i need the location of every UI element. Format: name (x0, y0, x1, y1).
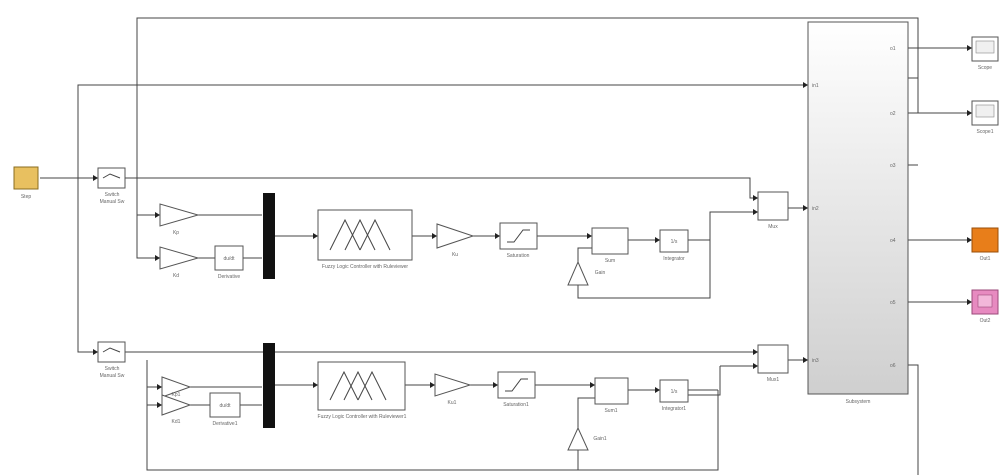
sum-1[interactable]: Sum (591, 227, 629, 264)
mux-1[interactable]: Mux (757, 191, 789, 230)
feedback-gain-1[interactable]: Gain (567, 260, 606, 286)
svg-text:Scope: Scope (978, 65, 992, 71)
svg-text:Saturation: Saturation (507, 253, 530, 259)
gain-ku1[interactable]: Ku (436, 223, 475, 258)
gain-kp1[interactable]: Kp (159, 203, 200, 236)
switch1-sublabel: Manual Sw (100, 199, 125, 205)
svg-text:Out1: Out1 (980, 256, 991, 262)
switch2-sublabel: Manual Sw (100, 373, 125, 379)
svg-text:Kp: Kp (173, 230, 179, 236)
arrowheads (93, 45, 972, 408)
fuzzy-controller-1[interactable]: Fuzzy Logic Controller with Ruleviewer (317, 209, 413, 270)
sum-2[interactable]: Sum1 (594, 377, 629, 414)
svg-text:o3: o3 (890, 163, 896, 169)
svg-text:Sum: Sum (605, 258, 615, 264)
svg-text:Kp1: Kp1 (172, 392, 181, 398)
svg-text:du/dt: du/dt (219, 403, 231, 409)
gain-kd2[interactable]: Kd1 (161, 394, 192, 425)
svg-text:du/dt: du/dt (223, 256, 235, 262)
svg-text:o2: o2 (890, 111, 896, 117)
signal-lines (40, 17, 972, 475)
output-pink[interactable]: Out2 (971, 289, 999, 324)
plant-subsystem[interactable]: Subsystem in1 in2 in3 o1 o2 o3 o4 o5 o6 (807, 21, 909, 405)
input-step-label: Step (21, 194, 32, 200)
manual-switch-2[interactable]: Switch Manual Sw (97, 341, 126, 379)
svg-text:Sum1: Sum1 (604, 408, 617, 414)
svg-text:o1: o1 (890, 46, 896, 52)
gain-ku2[interactable]: Ku1 (434, 373, 472, 406)
plant-label: Subsystem (846, 399, 871, 405)
svg-text:Derivative1: Derivative1 (212, 421, 237, 427)
gain-kd1[interactable]: Kd (159, 246, 200, 279)
svg-text:o5: o5 (890, 300, 896, 306)
svg-text:Gain1: Gain1 (593, 436, 607, 442)
svg-text:Ku1: Ku1 (448, 400, 457, 406)
svg-text:Integrator: Integrator (663, 256, 685, 262)
mux-bar-2[interactable] (263, 343, 275, 428)
derivative-2[interactable]: du/dt Derivative1 (209, 392, 241, 427)
derivative-1[interactable]: du/dt Derivative (214, 245, 244, 280)
switch1-label: Switch (105, 192, 120, 198)
mux-bar-1[interactable] (263, 193, 275, 279)
svg-text:Integrator1: Integrator1 (662, 406, 686, 412)
svg-text:Derivative: Derivative (218, 274, 240, 280)
svg-text:Scope1: Scope1 (977, 129, 994, 135)
svg-text:in1: in1 (812, 83, 819, 89)
svg-text:o4: o4 (890, 238, 896, 244)
svg-text:in2: in2 (812, 206, 819, 212)
svg-text:1/s: 1/s (671, 389, 678, 395)
fuzzy-controller-2[interactable]: Fuzzy Logic Controller with Ruleviewer1 (317, 361, 407, 420)
svg-text:Fuzzy Logic Controller with Ru: Fuzzy Logic Controller with Ruleviewer1 (318, 414, 407, 420)
mux-2[interactable]: Mux1 (757, 344, 789, 383)
scope-2[interactable]: Scope1 (971, 100, 999, 135)
gain-kp2[interactable]: Kp1 (161, 376, 192, 398)
manual-switch-1[interactable]: Switch Manual Sw (97, 167, 126, 205)
svg-text:Saturation1: Saturation1 (503, 402, 529, 408)
scope-1[interactable]: Scope (971, 36, 999, 71)
svg-text:Mux1: Mux1 (767, 377, 779, 383)
svg-text:o6: o6 (890, 363, 896, 369)
switch2-label: Switch (105, 366, 120, 372)
svg-text:Mux: Mux (768, 224, 778, 230)
svg-text:Kd1: Kd1 (172, 419, 181, 425)
svg-text:in3: in3 (812, 358, 819, 364)
output-orange[interactable]: Out1 (971, 227, 999, 262)
svg-text:Ku: Ku (452, 252, 458, 258)
svg-text:1/s: 1/s (671, 239, 678, 245)
svg-text:Kd: Kd (173, 273, 179, 279)
integrator-2[interactable]: 1/s Integrator1 (659, 379, 689, 412)
input-step-block[interactable]: Step (13, 166, 39, 200)
svg-text:Fuzzy Logic Controller with Ru: Fuzzy Logic Controller with Ruleviewer (322, 264, 408, 270)
feedback-gain-2[interactable]: Gain1 (567, 426, 607, 451)
svg-text:Gain: Gain (595, 270, 606, 276)
saturation-1[interactable]: Saturation (499, 222, 538, 259)
svg-text:Out2: Out2 (980, 318, 991, 324)
integrator-1[interactable]: 1/s Integrator (659, 229, 689, 262)
saturation-2[interactable]: Saturation1 (497, 371, 536, 408)
